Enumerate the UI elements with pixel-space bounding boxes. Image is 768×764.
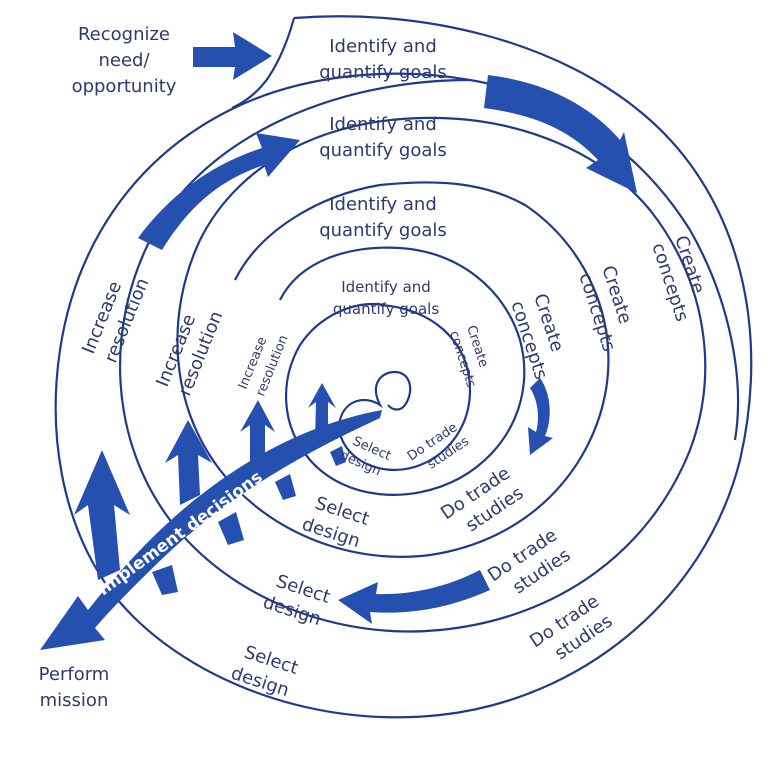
down-tab-2	[218, 512, 244, 545]
spiral-start-cap	[231, 17, 296, 109]
spiral-ring-3	[176, 116, 610, 558]
down-tab-3	[275, 474, 296, 500]
start-label: Recognize need/ opportunity	[72, 24, 177, 97]
curved-arrow-trade-to-select	[338, 570, 490, 624]
svg-text:need/: need/	[98, 50, 150, 71]
curved-arrow-goals-to-concepts	[484, 75, 637, 193]
spine-arrow	[40, 410, 382, 650]
svg-text:Recognize: Recognize	[78, 24, 170, 45]
svg-text:mission: mission	[40, 690, 109, 711]
up-arrow-4	[308, 383, 336, 440]
up-arrow-1	[74, 450, 130, 580]
down-tab-1	[152, 565, 178, 595]
spiral-ring-inner	[338, 303, 472, 472]
entry-arrow	[193, 32, 272, 80]
svg-text:quantify goals: quantify goals	[319, 62, 447, 83]
trade-labels: Do trade studies Do trade studies Do tra…	[405, 420, 617, 664]
curved-arrow-increase-resolution	[138, 133, 300, 250]
svg-text:opportunity: opportunity	[72, 76, 177, 97]
svg-text:Identify and: Identify and	[341, 278, 431, 296]
concepts-labels: Create concepts Create concepts Create c…	[446, 233, 709, 390]
svg-text:quantify goals: quantify goals	[319, 220, 447, 241]
up-arrow-3	[240, 400, 275, 465]
up-arrow-2	[165, 420, 212, 505]
svg-text:quantify goals: quantify goals	[333, 300, 439, 318]
svg-text:Identify and: Identify and	[329, 114, 437, 135]
svg-text:Identify and: Identify and	[329, 194, 437, 215]
svg-text:quantify goals: quantify goals	[319, 140, 447, 161]
svg-text:Identify and: Identify and	[329, 36, 437, 57]
spiral-ring-4	[279, 246, 526, 496]
goals-labels: Identify and quantify goals Identify and…	[319, 36, 447, 318]
svg-text:Perform: Perform	[39, 664, 110, 685]
down-tab-4	[330, 446, 346, 466]
curved-arrow-inner-concepts-to-trade	[528, 378, 553, 455]
end-label: Perform mission	[39, 664, 110, 711]
